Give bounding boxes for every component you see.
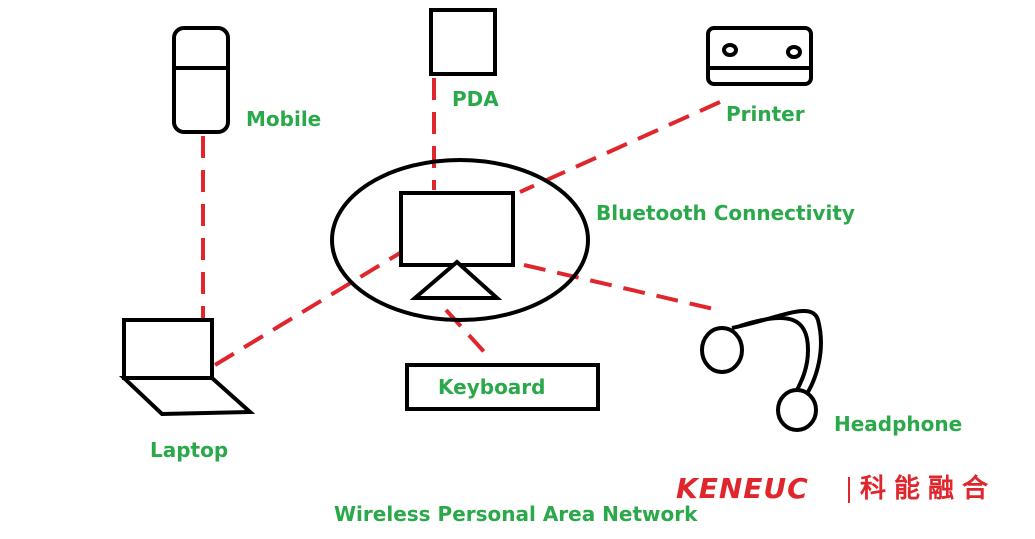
mobile-icon xyxy=(172,26,230,134)
headphone-icon xyxy=(700,309,823,432)
bluetooth-range-ellipse xyxy=(330,158,590,322)
brand-separator xyxy=(848,477,850,503)
link-laptop-computer xyxy=(213,251,402,367)
printer-label: Printer xyxy=(726,102,805,126)
mobile-label: Mobile xyxy=(246,107,322,131)
computer-icon xyxy=(399,191,515,300)
laptop-icon xyxy=(118,318,256,417)
printer-icon xyxy=(706,26,813,86)
pda-icon xyxy=(429,8,497,76)
diagram-title: Wireless Personal Area Network xyxy=(334,502,698,526)
bluetooth-connectivity-label: Bluetooth Connectivity xyxy=(596,201,855,225)
brand-logo: KENEUC 科能融合 xyxy=(676,475,996,507)
link-printer-computer xyxy=(519,100,721,194)
keyboard-label: Keyboard xyxy=(438,375,546,399)
link-keyboard-computer xyxy=(444,308,489,357)
brand-latin-text: KENEUC xyxy=(676,472,809,505)
laptop-label: Laptop xyxy=(150,438,229,462)
pda-label: PDA xyxy=(452,87,499,111)
keyboard-icon xyxy=(405,363,600,411)
headphone-label: Headphone xyxy=(834,412,963,436)
link-headphone-computer xyxy=(523,263,719,312)
brand-cjk-text: 科能融合 xyxy=(860,474,997,504)
